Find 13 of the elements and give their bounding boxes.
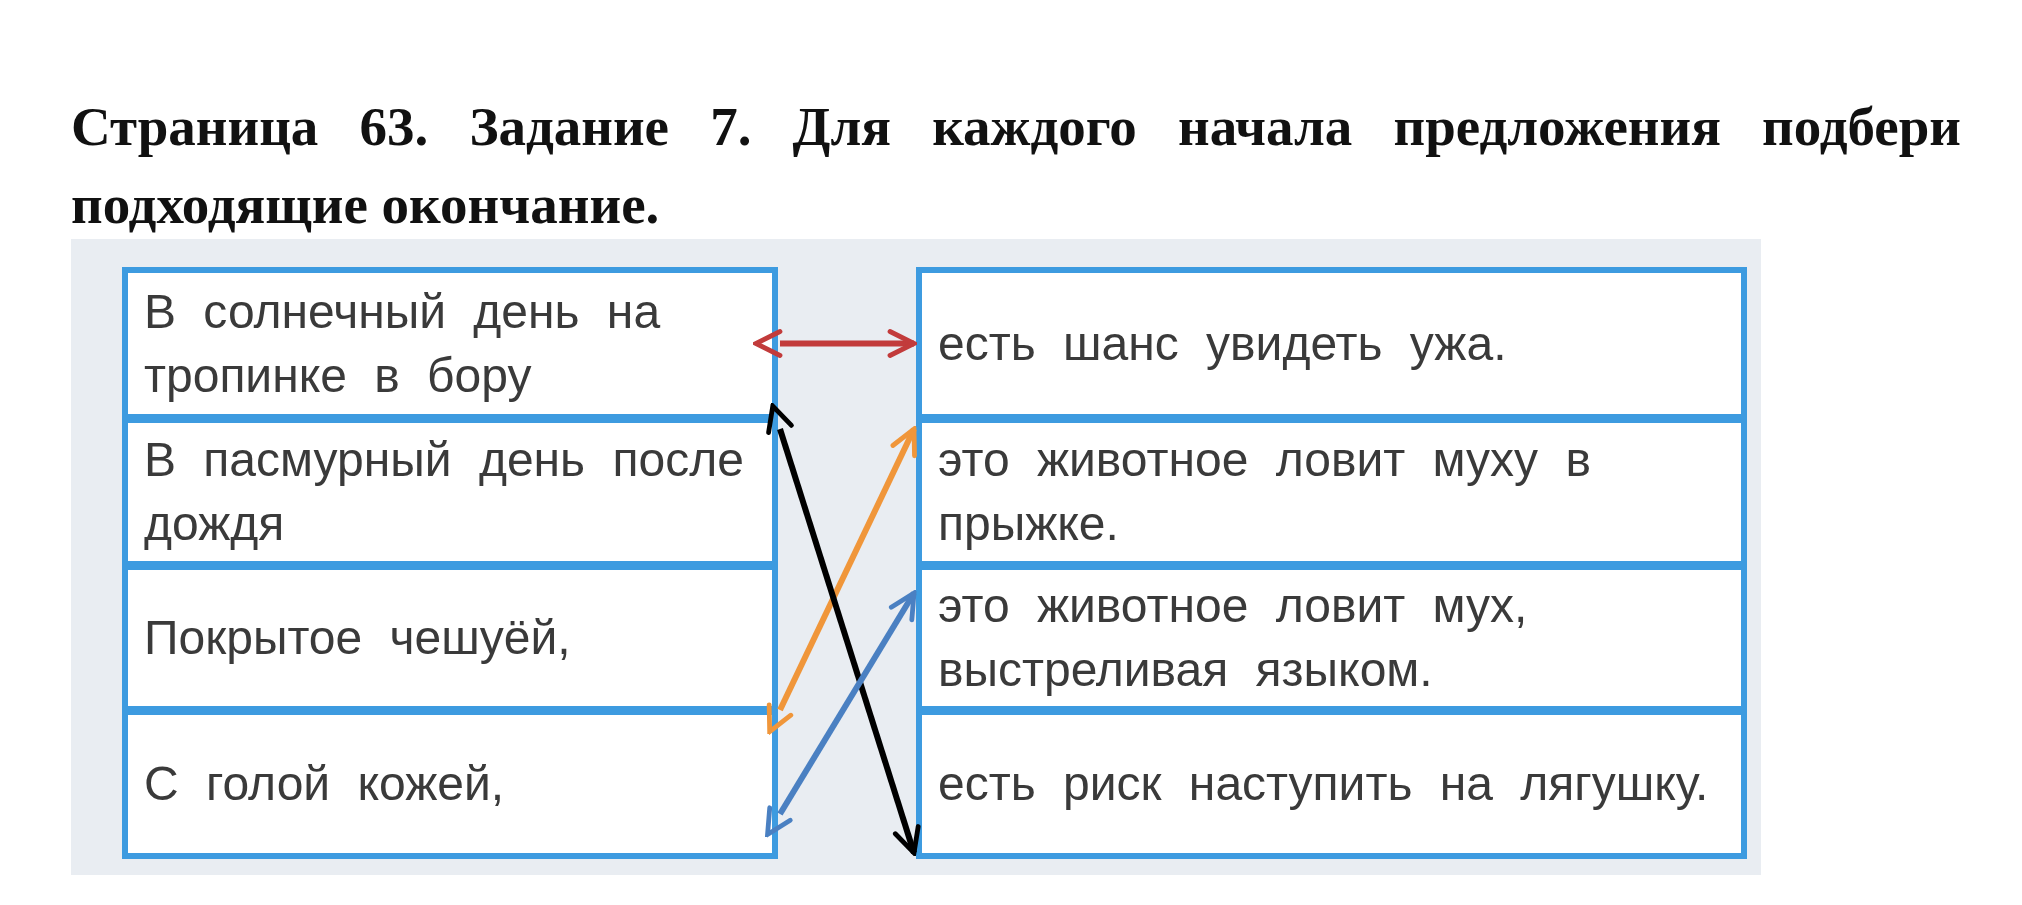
text-box: Покрытое чешуёй,	[122, 564, 778, 712]
double-arrow	[765, 590, 917, 837]
double-arrow	[753, 329, 917, 358]
text-box: есть шанс увидеть ужа.	[916, 267, 1747, 420]
task-title: Страница 63. Задание 7. Для каждого начала предложения подбери подходящие окончание.	[71, 95, 1961, 237]
text-box: В солнечный день на тропинке в бору	[122, 267, 778, 420]
text-box: В пасмурный день после дождя	[122, 417, 778, 567]
double-arrow	[766, 403, 921, 856]
text-box: есть риск наступить на лягушку.	[916, 709, 1747, 859]
text-box: С голой кожей,	[122, 709, 778, 859]
text-box: это животное ловит муху в прыжке.	[916, 417, 1747, 567]
double-arrow	[766, 426, 917, 735]
text-box: это животное ловит мух, выстреливая языком.	[916, 564, 1747, 712]
